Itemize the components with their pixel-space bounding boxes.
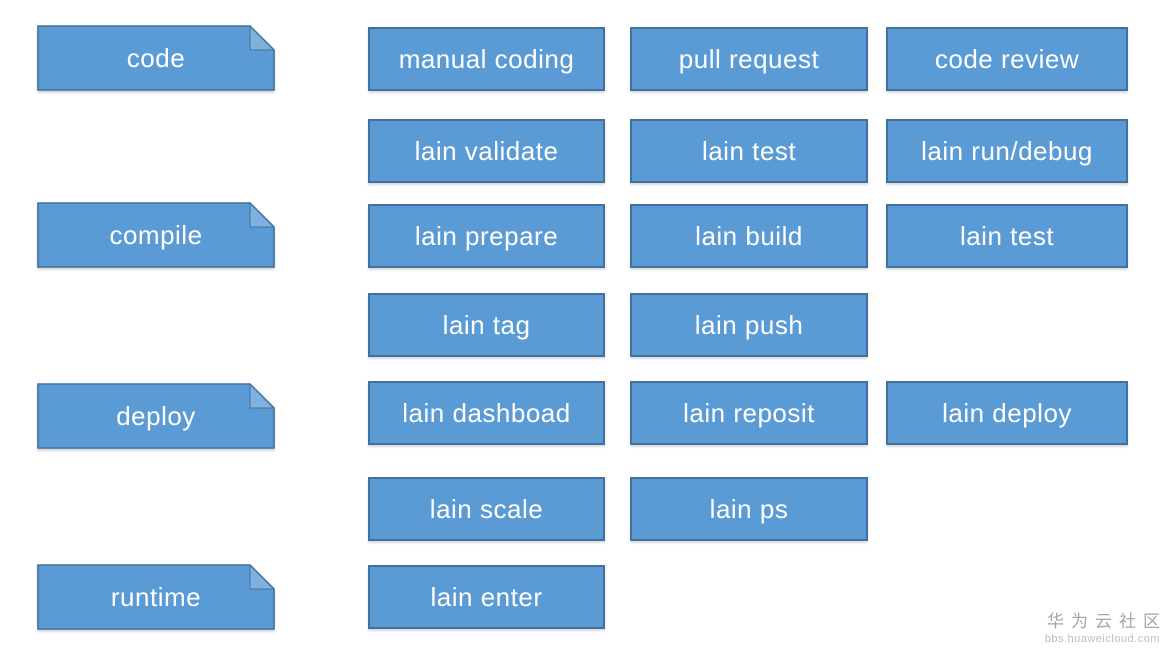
- folded-corner-shape-icon: [37, 202, 275, 268]
- stage-label: runtime: [110, 581, 202, 612]
- step-label: lain build: [695, 220, 803, 251]
- step-manual-coding: manual coding: [368, 27, 605, 91]
- step-label: lain ps: [709, 493, 789, 524]
- step-label: lain push: [694, 309, 804, 340]
- step-label: lain deploy: [942, 397, 1072, 428]
- step-code-review: code review: [886, 27, 1128, 91]
- stage-tab-deploy: deploy: [37, 383, 275, 449]
- folded-corner-shape-icon: [37, 383, 275, 449]
- step-pull-request: pull request: [630, 27, 868, 91]
- stage-label: code: [126, 42, 186, 73]
- step-lain-prepare: lain prepare: [368, 204, 605, 268]
- folded-corner-shape-icon: [37, 564, 275, 630]
- watermark-url: bbs.huaweicloud.com: [1044, 632, 1160, 645]
- stage-tab-runtime: runtime: [37, 564, 275, 630]
- step-lain-tag: lain tag: [368, 293, 605, 357]
- step-lain-test: lain test: [630, 119, 868, 183]
- folded-corner-shape-icon: [37, 25, 275, 91]
- step-label: manual coding: [398, 43, 575, 74]
- step-label: lain scale: [429, 493, 544, 524]
- stage-tab-compile: compile: [37, 202, 275, 268]
- step-label: lain run/debug: [921, 135, 1093, 166]
- stage-label: deploy: [116, 400, 196, 431]
- step-lain-dashboad: lain dashboad: [368, 381, 605, 445]
- step-lain-enter: lain enter: [368, 565, 605, 629]
- step-label: lain tag: [442, 309, 531, 340]
- step-lain-push: lain push: [630, 293, 868, 357]
- step-lain-scale: lain scale: [368, 477, 605, 541]
- step-label: pull request: [678, 43, 820, 74]
- step-lain-validate: lain validate: [368, 119, 605, 183]
- step-label: lain test: [959, 220, 1055, 251]
- step-label: lain test: [701, 135, 797, 166]
- watermark: 华为云社区 bbs.huaweicloud.com: [1045, 612, 1160, 646]
- stage-tab-code: code: [37, 25, 275, 91]
- step-lain-ps: lain ps: [630, 477, 868, 541]
- watermark-title: 华为云社区: [1047, 612, 1167, 632]
- step-label: lain prepare: [414, 220, 559, 251]
- step-lain-test-2: lain test: [886, 204, 1128, 268]
- step-label: lain validate: [414, 135, 559, 166]
- step-label: lain dashboad: [402, 397, 571, 428]
- step-label: lain enter: [430, 581, 543, 612]
- stage-label: compile: [109, 219, 203, 250]
- step-lain-build: lain build: [630, 204, 868, 268]
- step-lain-run-debug: lain run/debug: [886, 119, 1128, 183]
- step-lain-deploy: lain deploy: [886, 381, 1128, 445]
- step-label: lain reposit: [683, 397, 815, 428]
- step-lain-reposit: lain reposit: [630, 381, 868, 445]
- step-label: code review: [934, 43, 1080, 74]
